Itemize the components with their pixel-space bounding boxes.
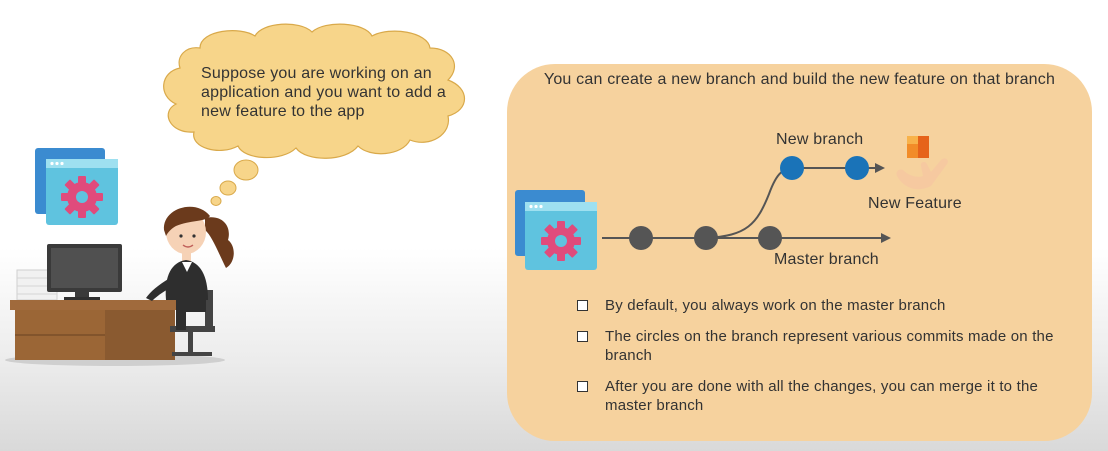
branch-commit (845, 156, 869, 180)
branch-diagram (515, 136, 948, 270)
new-branch-label: New branch (776, 131, 864, 148)
new-feature-label: New Feature (868, 195, 962, 212)
new-branch-arrowhead (875, 163, 885, 173)
app-window-icon (35, 148, 118, 225)
master-commit (629, 226, 653, 250)
master-branch-arrowhead (881, 233, 891, 243)
checkbox-bullet-icon (577, 300, 588, 311)
app-window-icon (515, 190, 597, 270)
gear-icon (541, 221, 581, 261)
bullet-item: After you are done with all the changes,… (577, 377, 1067, 415)
checkbox-bullet-icon (577, 381, 588, 392)
master-commit (758, 226, 782, 250)
master-commit (694, 226, 718, 250)
master-branch-label: Master branch (774, 251, 879, 268)
gear-icon (61, 176, 103, 218)
bullet-item: By default, you always work on the maste… (577, 296, 1067, 315)
checkbox-bullet-icon (577, 331, 588, 342)
feature-hand-icon (896, 136, 948, 190)
panel-title: You can create a new branch and build th… (543, 71, 1056, 88)
thought-text: Suppose you are working on an applicatio… (201, 65, 446, 120)
branch-commit (780, 156, 804, 180)
branch-explanation-panel: You can create a new branch and build th… (507, 64, 1092, 441)
desk-scene (5, 244, 225, 366)
bullet-list: By default, you always work on the maste… (577, 296, 1067, 427)
thought-cloud (163, 23, 465, 206)
woman-character (146, 206, 234, 356)
left-illustration (5, 23, 465, 366)
bullet-item: The circles on the branch represent vari… (577, 327, 1067, 365)
